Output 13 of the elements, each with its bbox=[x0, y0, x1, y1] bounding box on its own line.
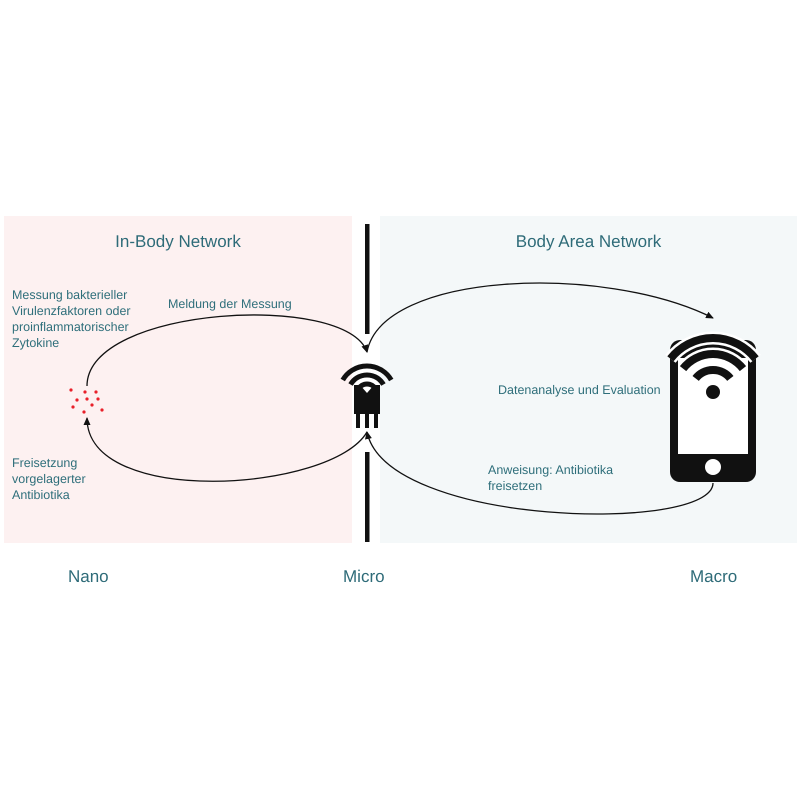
arrow bbox=[366, 282, 714, 352]
network-panel bbox=[380, 216, 797, 543]
arrow bbox=[85, 417, 368, 482]
panel-title: In-Body Network bbox=[114, 232, 242, 252]
scale-label: Macro bbox=[690, 567, 738, 587]
annotation-text: Datenanalyse und Evaluation bbox=[498, 382, 662, 398]
network-panel bbox=[4, 216, 352, 543]
annotation-text: Messung bakterieller Virulenzfaktoren oder proinflammatorischer Zytokine bbox=[12, 287, 132, 351]
panel-title: Body Area Network bbox=[514, 232, 662, 252]
annotation-text: Freisetzung vorgelagerter Antibiotika bbox=[12, 455, 87, 503]
scale-label: Micro bbox=[343, 567, 385, 587]
scale-label: Nano bbox=[68, 567, 109, 587]
arrow bbox=[86, 314, 368, 386]
